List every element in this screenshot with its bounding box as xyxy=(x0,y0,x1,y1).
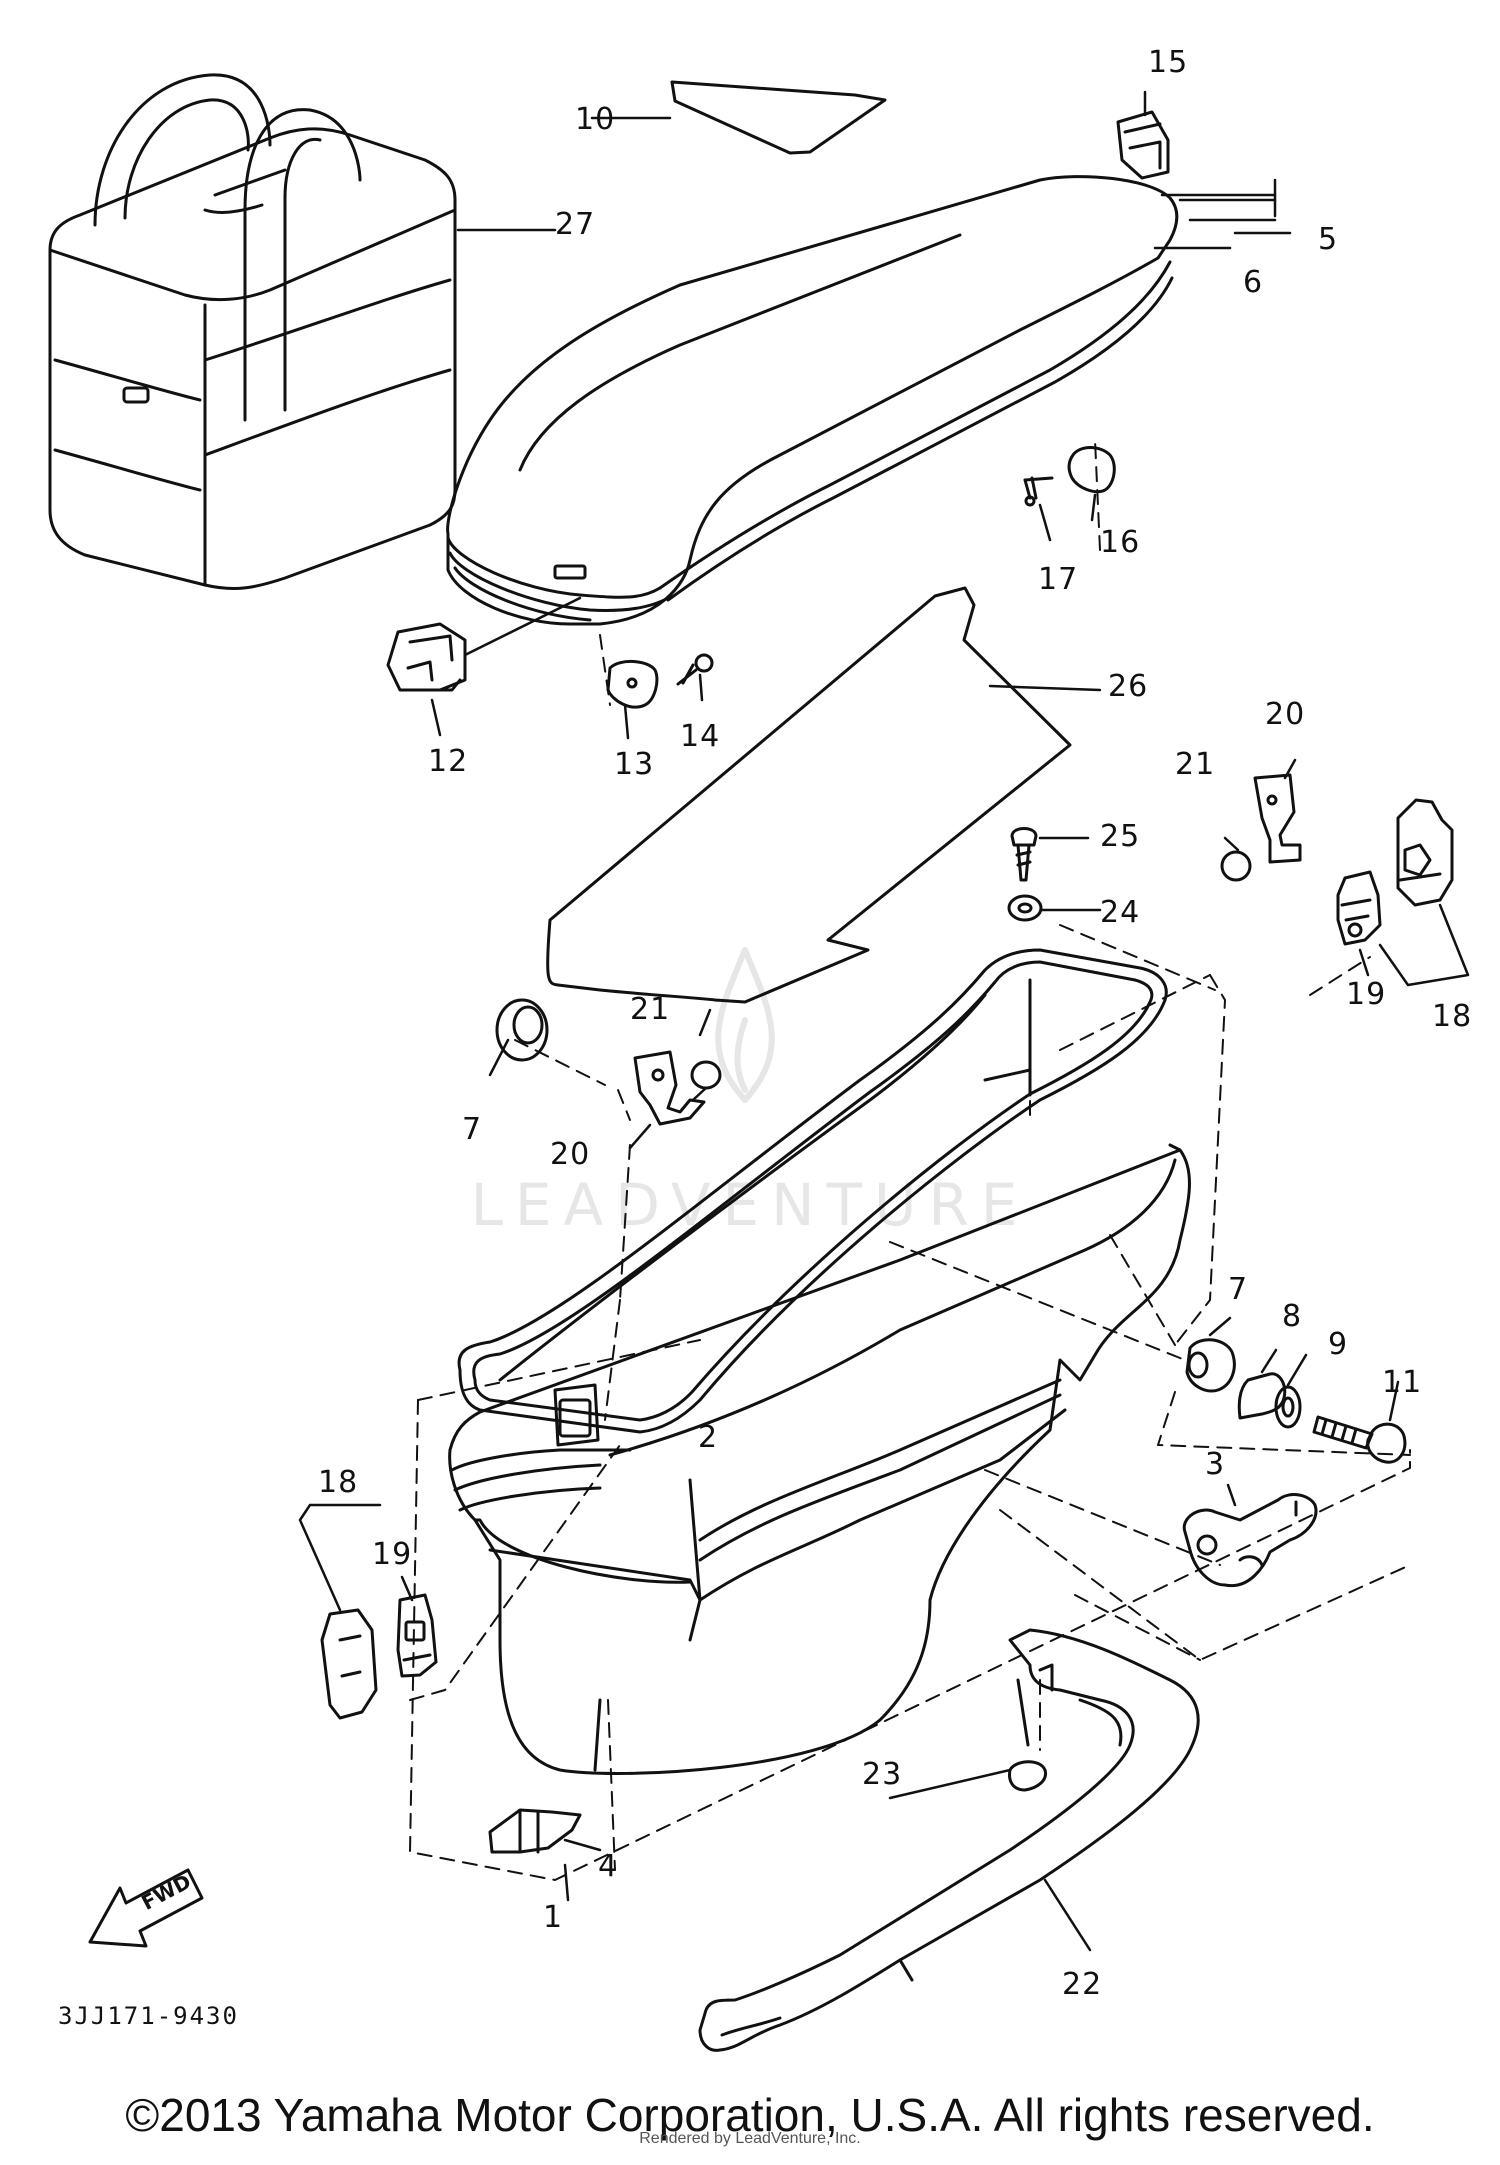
lid-pad xyxy=(670,80,887,155)
callout-6: 6 xyxy=(1243,265,1264,300)
dashed-group-lines xyxy=(409,439,1411,1881)
callout-27: 27 xyxy=(555,207,596,242)
leader-lines xyxy=(298,90,1470,1952)
lock-assembly xyxy=(1182,1493,1318,1588)
callout-2: 2 xyxy=(698,1420,719,1455)
callout-26: 26 xyxy=(1108,669,1149,704)
callout-12: 12 xyxy=(428,744,469,779)
latch-19-right xyxy=(1336,870,1382,946)
callout-9: 9 xyxy=(1328,1327,1349,1362)
callout-19b: 19 xyxy=(1346,977,1387,1012)
pad-23 xyxy=(1008,1760,1048,1792)
callout-19a: 19 xyxy=(372,1537,413,1572)
latch-19-left xyxy=(396,1593,438,1678)
callout-1: 1 xyxy=(543,1900,564,1935)
callout-21b: 21 xyxy=(630,992,671,1027)
callout-22: 22 xyxy=(1062,1967,1103,2002)
callout-23: 23 xyxy=(862,1757,903,1792)
callout-5: 5 xyxy=(1318,222,1339,257)
case-inner-rim xyxy=(498,978,1177,1457)
callout-3: 3 xyxy=(1205,1447,1226,1482)
rubber-bumper xyxy=(488,1808,582,1854)
bracket-20-left xyxy=(633,1050,706,1126)
callout-24: 24 xyxy=(1100,895,1141,930)
case-lid xyxy=(446,175,1179,626)
case-gasket xyxy=(457,948,1168,1434)
latch-18-left xyxy=(320,1608,378,1720)
bolt-11 xyxy=(1312,1415,1407,1464)
callout-18b: 18 xyxy=(1432,999,1473,1034)
callout-16: 16 xyxy=(1100,525,1141,560)
lid-hinge-plate xyxy=(1067,446,1116,494)
inner-mat xyxy=(546,586,1072,1004)
inner-bag xyxy=(48,73,457,590)
collar-21-left xyxy=(690,1060,722,1090)
fwd-arrow-icon xyxy=(88,1868,204,1948)
callout-20a: 20 xyxy=(1265,697,1306,732)
callout-17: 17 xyxy=(1038,562,1079,597)
callout-15: 15 xyxy=(1148,45,1189,80)
case-body xyxy=(448,1143,1191,1775)
rendered-by-note: Rendered by LeadVenture, Inc. xyxy=(639,2130,861,2147)
callout-25: 25 xyxy=(1100,819,1141,854)
callout-13: 13 xyxy=(614,747,655,782)
bracket-20-right xyxy=(1253,773,1302,864)
washer-9 xyxy=(1274,1385,1302,1429)
latch-hook xyxy=(386,622,467,692)
callout-18a: 18 xyxy=(318,1465,359,1500)
diagram-code: 3JJ171-9430 xyxy=(58,2002,239,2030)
screw-17 xyxy=(1023,476,1054,507)
bottom-guard xyxy=(698,1628,1200,2052)
callout-21a: 21 xyxy=(1175,747,1216,782)
callout-4: 4 xyxy=(598,1849,619,1884)
lid-stopper xyxy=(1116,110,1170,180)
grommet-24 xyxy=(1007,894,1043,922)
callout-10: 10 xyxy=(575,102,616,137)
callout-11: 11 xyxy=(1382,1365,1423,1400)
lid-plate-13 xyxy=(606,660,659,709)
screw-25 xyxy=(1010,827,1038,882)
callout-7b: 7 xyxy=(1228,1272,1249,1307)
callout-14: 14 xyxy=(680,719,721,754)
callout-7a: 7 xyxy=(462,1112,483,1147)
watermark-text: LEADVENTURE xyxy=(471,1171,1030,1239)
collar-7-right xyxy=(1185,1338,1236,1393)
screw-14 xyxy=(676,653,714,686)
callout-8: 8 xyxy=(1282,1299,1303,1334)
collar-21-right xyxy=(1220,850,1252,882)
watermark-logo xyxy=(715,947,775,1103)
callout-20b: 20 xyxy=(550,1137,591,1172)
collar-7-left xyxy=(495,998,549,1062)
copyright-notice: ©2013 Yamaha Motor Corporation, U.S.A. A… xyxy=(125,2089,1375,2141)
latch-18-right xyxy=(1396,798,1454,907)
